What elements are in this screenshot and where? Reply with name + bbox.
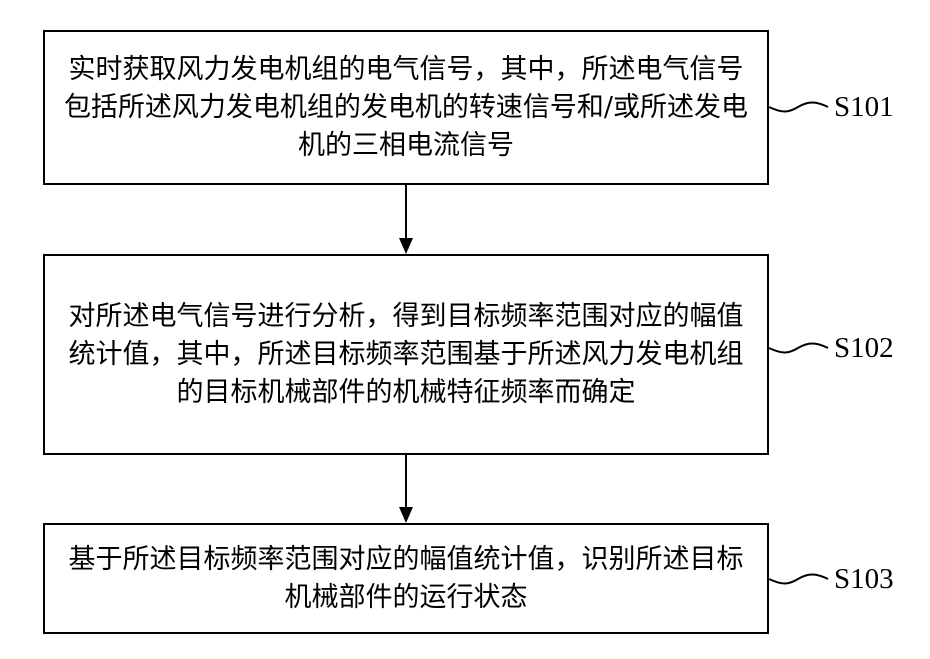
step-text-s101: 实时获取风力发电机组的电气信号，其中，所述电气信号包括所述风力发电机组的发电机的… — [61, 51, 751, 165]
arrowhead-s101-to-s102 — [399, 238, 413, 254]
step-box-s102: 对所述电气信号进行分析，得到目标频率范围对应的幅值统计值，其中，所述目标频率范围… — [43, 254, 769, 455]
step-text-s103: 基于所述目标频率范围对应的幅值统计值，识别所述目标机械部件的运行状态 — [61, 541, 751, 617]
leader-line-s103 — [769, 575, 828, 584]
leader-line-s102 — [769, 344, 828, 353]
step-label-s101: S101 — [834, 91, 894, 123]
step-text-s102: 对所述电气信号进行分析，得到目标频率范围对应的幅值统计值，其中，所述目标频率范围… — [61, 298, 751, 412]
step-box-s101: 实时获取风力发电机组的电气信号，其中，所述电气信号包括所述风力发电机组的发电机的… — [43, 30, 769, 185]
step-box-s103: 基于所述目标频率范围对应的幅值统计值，识别所述目标机械部件的运行状态 — [43, 523, 769, 634]
step-label-s102: S102 — [834, 332, 894, 364]
arrowhead-s102-to-s103 — [399, 507, 413, 523]
step-label-s103: S103 — [834, 563, 894, 595]
leader-line-s101 — [769, 103, 828, 112]
